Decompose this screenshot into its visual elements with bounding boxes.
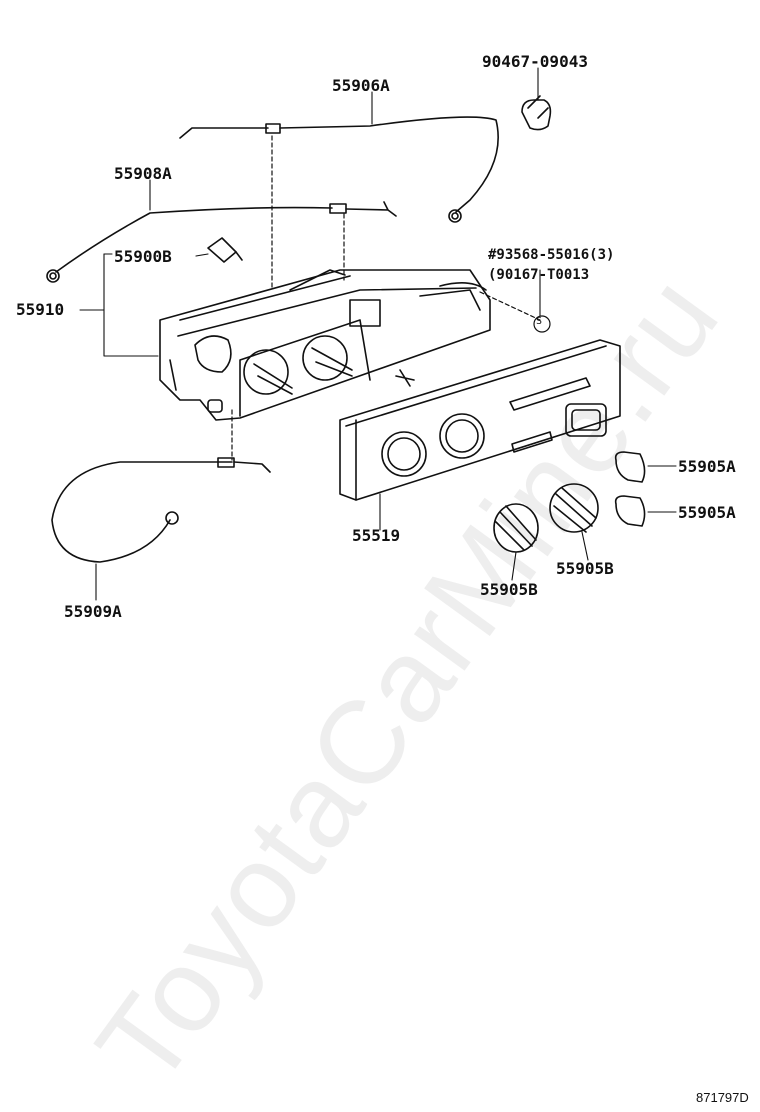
label-55909a: 55909A — [64, 602, 122, 621]
label-55906a: 55906A — [332, 76, 390, 95]
figure-number: 871797D — [696, 1090, 749, 1105]
label-55905b-left: 55905B — [480, 580, 538, 599]
label-55905a-lower: 55905A — [678, 503, 736, 522]
knobs-55905a — [614, 451, 646, 527]
label-93568-55016: #93568-55016(3) — [488, 247, 615, 263]
label-55519: 55519 — [352, 526, 401, 545]
panel-55519 — [339, 339, 621, 501]
cable-55908a — [46, 201, 397, 283]
clip-90467-09043 — [521, 95, 552, 131]
cable-55906a — [179, 116, 499, 223]
label-55905a-upper: 55905A — [678, 457, 736, 476]
cable-55909a — [51, 457, 271, 563]
sealant-symbol-letter: S — [536, 316, 543, 327]
label-90167-t0013: (90167-T0013 — [488, 267, 590, 283]
label-55905b-right: 55905B — [556, 559, 614, 578]
sealant-symbol — [533, 315, 551, 333]
label-55910: 55910 — [16, 300, 65, 319]
heater-control-body — [159, 269, 491, 421]
bulb-55900b — [207, 237, 243, 263]
leader-lines — [79, 67, 677, 601]
leader-dashes — [231, 135, 541, 461]
knobs-55905b — [493, 483, 599, 553]
label-90467-09043: 90467-09043 — [482, 52, 588, 71]
label-55908a: 55908A — [114, 164, 172, 183]
label-55900b: 55900B — [114, 247, 172, 266]
